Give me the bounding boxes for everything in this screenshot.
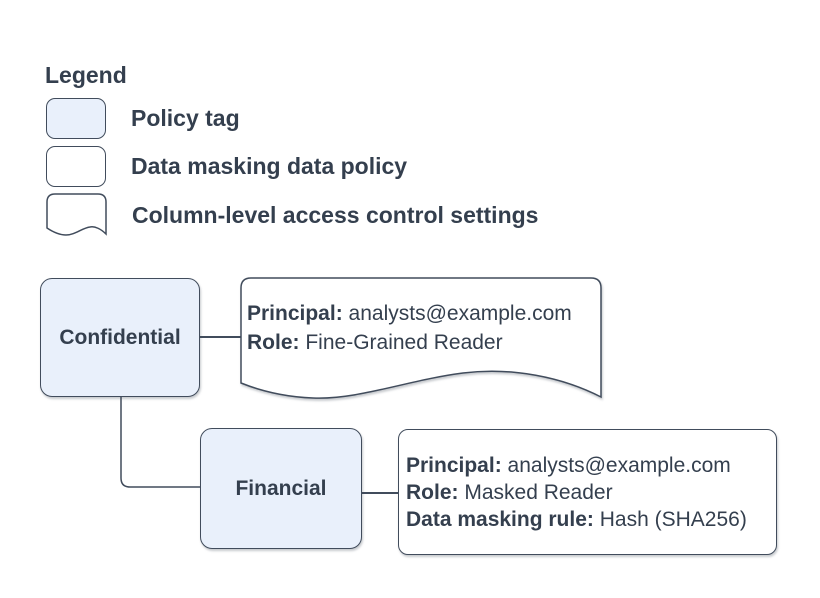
policy-line: Principal: analysts@example.com (406, 452, 776, 479)
legend-title: Legend (45, 62, 127, 88)
legend-item-label: Policy tag (131, 104, 240, 131)
legend-item-label: Data masking data policy (131, 153, 408, 179)
field-label: Role: (406, 480, 459, 504)
policy-line: Data masking rule: Hash (SHA256) (406, 506, 776, 533)
field-value: Hash (SHA256) (599, 507, 747, 531)
policy-line: Role: Masked Reader (406, 479, 776, 506)
policy-line: Principal: analysts@example.com (247, 299, 572, 328)
policy-tag-financial: Financial (200, 428, 362, 549)
policy-line: Role: Fine-Grained Reader (247, 328, 572, 357)
masking-policy-node: Principal: analysts@example.com Role: Ma… (398, 429, 777, 555)
field-label: Principal: (406, 453, 502, 477)
document-shape-icon (46, 192, 107, 236)
policy-tag-confidential: Confidential (40, 278, 200, 397)
legend-item-data-masking-policy: Data masking data policy (46, 146, 407, 187)
field-value: analysts@example.com (348, 302, 572, 325)
field-label: Role: (247, 331, 300, 354)
field-value: Masked Reader (464, 480, 613, 504)
policy-tag-swatch (46, 97, 106, 139)
acl-settings-node: Principal: analysts@example.com Role: Fi… (240, 277, 602, 401)
connector-financial-masking (361, 492, 399, 494)
document-shape (240, 277, 602, 399)
field-label: Principal: (247, 302, 343, 325)
acl-settings-text: Principal: analysts@example.com Role: Fi… (247, 299, 572, 357)
connector-confidential-financial (120, 397, 203, 488)
connector-confidential-acl (200, 336, 241, 338)
legend-item-policy-tag: Policy tag (46, 97, 240, 139)
legend-item-acl-settings: Column-level access control settings (46, 192, 539, 238)
field-label: Data masking rule: (406, 507, 594, 531)
field-value: analysts@example.com (507, 453, 731, 477)
node-label: Confidential (59, 325, 181, 349)
legend-item-label: Column-level access control settings (132, 202, 539, 228)
field-value: Fine-Grained Reader (305, 331, 503, 354)
node-label: Financial (235, 476, 327, 500)
data-masking-policy-swatch (46, 146, 106, 187)
